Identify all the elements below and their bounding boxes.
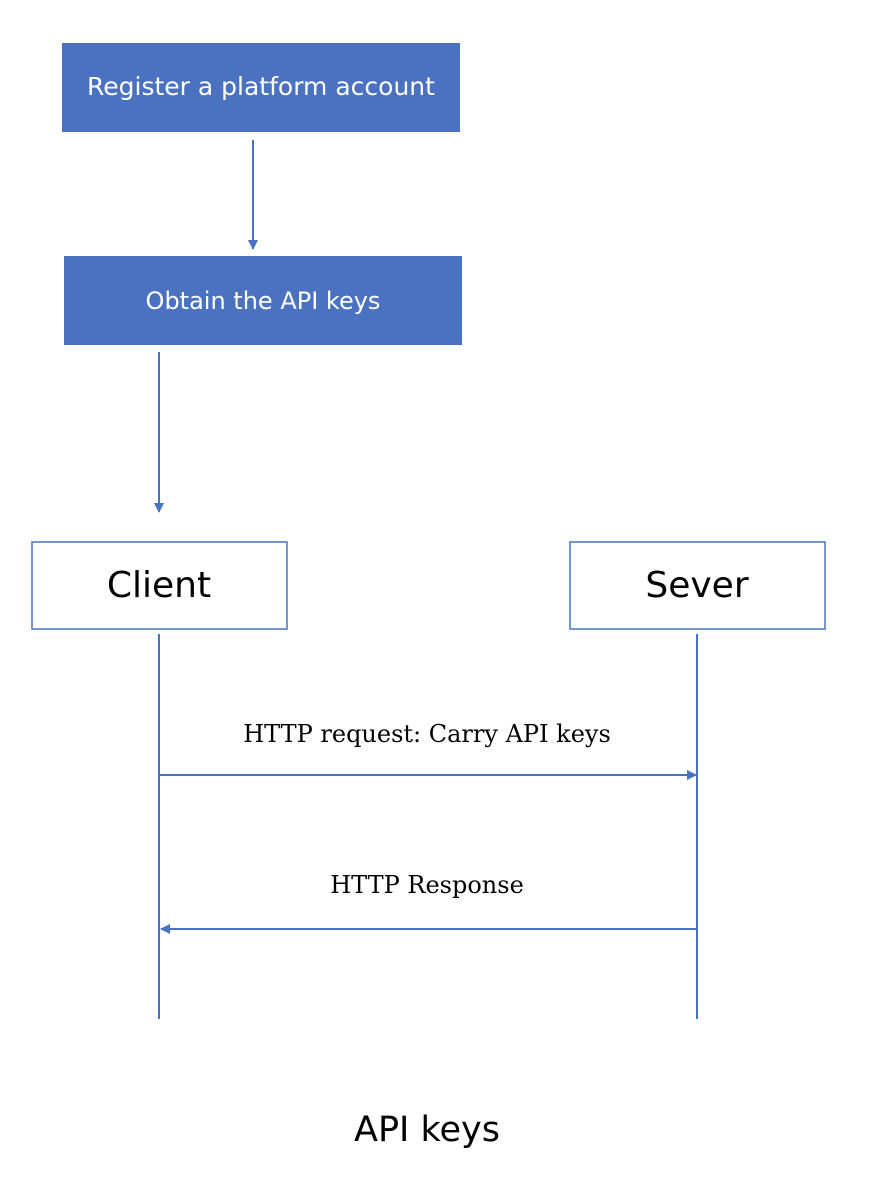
message-request: HTTP request: Carry API keys <box>160 720 697 780</box>
step-obtain-keys-box <box>64 256 462 345</box>
step-obtain-keys: Obtain the API keys <box>64 256 462 345</box>
actor-server-box <box>569 541 826 630</box>
message-response: HTTP Response <box>160 871 696 934</box>
actor-client: Client <box>31 541 288 630</box>
step-register: Register a platform account <box>62 43 460 132</box>
step-register-label: Register a platform account <box>87 72 435 101</box>
message-request-label: HTTP request: Carry API keys <box>243 720 611 748</box>
step-register-box <box>62 43 460 132</box>
actor-client-box <box>31 541 288 630</box>
actor-server-label: Sever <box>645 565 748 606</box>
message-response-label: HTTP Response <box>330 871 524 899</box>
actor-server: Sever <box>569 541 826 630</box>
diagram-caption: API keys <box>354 1110 500 1150</box>
actor-client-label: Client <box>107 565 211 606</box>
step-obtain-keys-label: Obtain the API keys <box>146 287 381 315</box>
